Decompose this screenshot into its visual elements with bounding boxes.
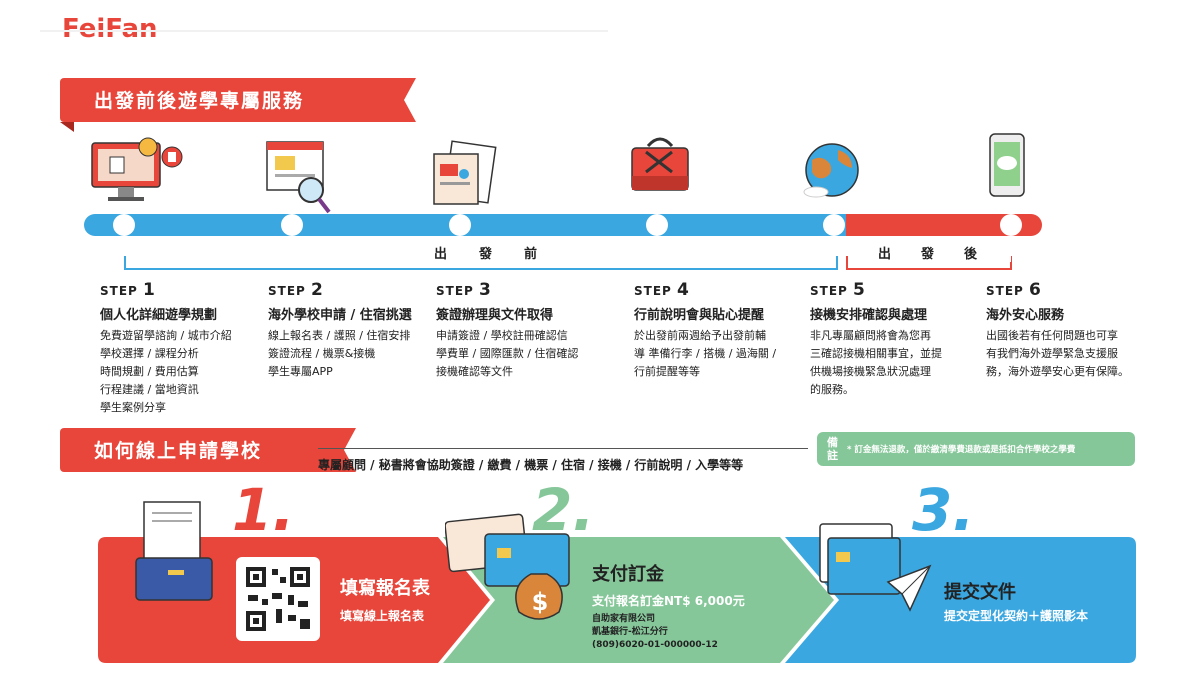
step-1: STEP 1 個人化詳細遊學規劃 免費遊留學諮詢 / 城市介紹 學校選擇 / 課… [100, 280, 260, 417]
paper-folder-icon [132, 498, 222, 608]
step-number: 2 [311, 280, 324, 300]
qr-code-image [246, 567, 310, 631]
step-title: 個人化詳細遊學規劃 [100, 308, 218, 323]
timeline-node-4 [646, 214, 668, 236]
step-number: 6 [1029, 280, 1042, 300]
step-desc-line: 行程建議 / 當地資訊 [100, 383, 199, 396]
step-number: 1 [143, 280, 156, 300]
bank-account-name: 自助家有限公司 [592, 614, 656, 624]
suitcase-icon [628, 132, 698, 202]
brand-logo: FeiFan [62, 14, 158, 44]
bank-branch: 凱基銀行-松江分行 [592, 627, 668, 637]
step-title: 海外安心服務 [986, 308, 1065, 323]
timeline-node-3 [449, 214, 471, 236]
banner-flag-tail [340, 78, 416, 122]
step-desc-line: 學校選擇 / 課程分析 [100, 347, 199, 360]
services-divider [318, 448, 808, 449]
timeline-node-1 [113, 214, 135, 236]
step-desc-line: 接機確認等文件 [436, 365, 513, 378]
card-1-title: 填寫報名表 [340, 578, 430, 599]
before-label: 出發前 [426, 243, 578, 262]
application-search-icon [265, 138, 335, 218]
card-1-number: 1. [232, 476, 295, 544]
step-number: 5 [853, 280, 866, 300]
timeline-node-5 [823, 214, 845, 236]
globe-icon [802, 140, 866, 204]
section-banner-services: 出發前後遊學專屬服務 [60, 78, 416, 132]
step-desc-line: 於出發前兩週給予出發前輔 [634, 329, 766, 342]
step-title: 行前說明會與貼心提醒 [634, 308, 765, 323]
phone-line-icon [988, 132, 1028, 200]
step-2: STEP 2 海外學校申請 / 住宿挑選 線上報名表 / 護照 / 住宿安排 簽… [268, 280, 433, 381]
card-3-number: 3. [912, 476, 975, 544]
step-4: STEP 4 行前說明會與貼心提醒 於出發前兩週給予出發前輔 導 準備行李 / … [634, 280, 794, 381]
timeline-before-track [84, 214, 859, 236]
svg-text:$: $ [532, 588, 549, 616]
step-title: 簽證辦理與文件取得 [436, 308, 554, 323]
card-3-title: 提交文件 [944, 582, 1016, 603]
step-label: STEP [268, 284, 306, 298]
section-banner-apply: 如何線上申請學校 [60, 428, 356, 472]
step-desc-line: 學生專屬APP [268, 365, 333, 378]
section-title: 如何線上申請學校 [94, 440, 263, 462]
before-bracket [124, 256, 838, 270]
timeline-after-track [846, 214, 1042, 236]
banner-fold [60, 122, 74, 132]
step-title: 海外學校申請 / 住宿挑選 [268, 308, 412, 323]
step-desc-line: 申請簽證 / 學校註冊確認信 [436, 329, 568, 342]
step-desc-line: 時間規劃 / 費用估算 [100, 365, 199, 378]
documents-icon [430, 140, 500, 210]
step-desc-line: 的服務。 [810, 383, 854, 396]
step-desc-line: 有我們海外遊學緊急支援服 [986, 347, 1118, 360]
step-desc-line: 三確認接機相關事宜，並提 [810, 347, 942, 360]
services-line: 專屬顧問 / 秘書將會協助簽證 / 繳費 / 機票 / 住宿 / 接機 / 行前… [318, 458, 744, 472]
after-bracket [846, 256, 1012, 270]
step-3: STEP 3 簽證辦理與文件取得 申請簽證 / 學校註冊確認信 學費單 / 國際… [436, 280, 606, 381]
card-2-title: 支付訂金 [592, 564, 664, 585]
note-text: * 訂金無法退款，僅於繳清學費退款或是抵扣合作學校之學費 [847, 445, 1076, 455]
card-2-number: 2. [532, 476, 595, 544]
after-label: 出發後 [874, 243, 1012, 262]
step-desc-line: 線上報名表 / 護照 / 住宿安排 [268, 329, 411, 342]
step-number: 4 [677, 280, 690, 300]
step-label: STEP [100, 284, 138, 298]
bank-account-number: (809)6020-01-000000-12 [592, 640, 718, 650]
step-desc-line: 免費遊留學諮詢 / 城市介紹 [100, 329, 232, 342]
step-6: STEP 6 海外安心服務 出國後若有任何問題也可享 有我們海外遊學緊急支援服 … [986, 280, 1166, 381]
step-number: 3 [479, 280, 492, 300]
card-3-subtitle: 提交定型化契約＋護照影本 [944, 609, 1089, 623]
note-box: 備註 * 訂金無法退款，僅於繳清學費退款或是抵扣合作學校之學費 [817, 432, 1135, 466]
header-divider [40, 30, 608, 32]
step-desc-line: 簽證流程 / 機票&接機 [268, 347, 376, 360]
step-label: STEP [810, 284, 848, 298]
step-label: STEP [634, 284, 672, 298]
qr-code[interactable] [236, 557, 320, 641]
step-desc-line: 出國後若有任何問題也可享 [986, 329, 1118, 342]
card-2-subtitle: 支付報名訂金NT$ 6,000元 [592, 594, 745, 608]
note-tag: 備註 [827, 436, 838, 462]
service-timeline [84, 212, 1042, 238]
step-desc-line: 非凡專屬顧問將會為您再 [810, 329, 931, 342]
step-desc-line: 務，海外遊學安心更有保障。 [986, 365, 1129, 378]
banner-flag-tail [280, 428, 356, 472]
card-1-subtitle: 填寫線上報名表 [340, 609, 425, 623]
step-desc-line: 學費單 / 國際匯款 / 住宿確認 [436, 347, 579, 360]
step-desc-line: 行前提醒等等 [634, 365, 700, 378]
step-label: STEP [986, 284, 1024, 298]
computer-planning-icon [90, 135, 190, 205]
bank-info: 自助家有限公司 凱基銀行-松江分行 (809)6020-01-000000-12 [592, 613, 718, 652]
timeline-node-2 [281, 214, 303, 236]
folder-paperplane-icon [816, 516, 936, 616]
step-desc-line: 導 準備行李 / 搭機 / 過海關 / [634, 347, 777, 360]
step-desc-line: 學生案例分享 [100, 401, 166, 414]
step-desc-line: 供機場接機緊急狀況處理 [810, 365, 931, 378]
step-5: STEP 5 接機安排確認與處理 非凡專屬顧問將會為您再 三確認接機相關事宜，並… [810, 280, 970, 399]
step-title: 接機安排確認與處理 [810, 308, 928, 323]
section-title: 出發前後遊學專屬服務 [94, 90, 305, 112]
credit-card-moneybag-icon: $ [445, 512, 585, 627]
step-label: STEP [436, 284, 474, 298]
timeline-node-6 [1000, 214, 1022, 236]
